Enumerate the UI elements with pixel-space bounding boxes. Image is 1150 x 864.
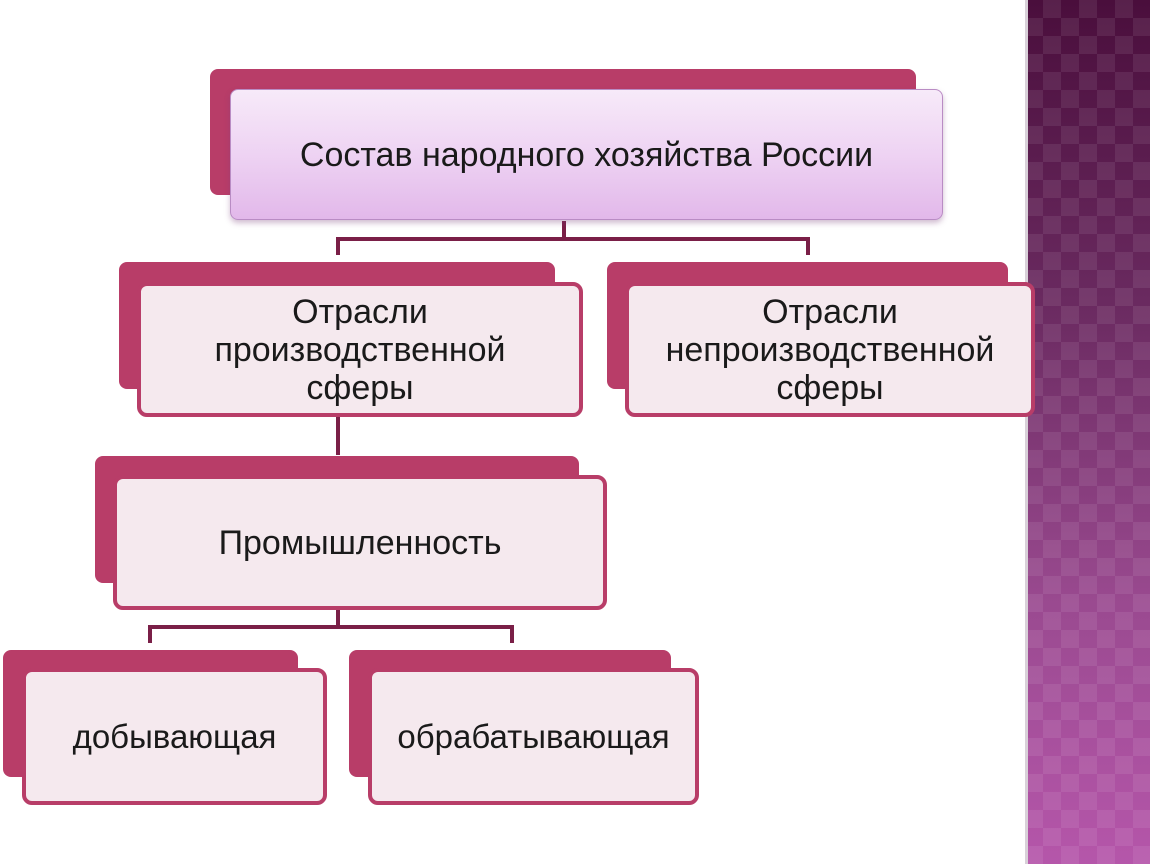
root-box: Состав народного хозяйства России xyxy=(230,89,943,220)
root-label: Состав народного хозяйства России xyxy=(299,135,874,174)
connector-root-to-level1 xyxy=(336,237,810,255)
side-band-edge xyxy=(1025,0,1028,864)
extractive-label: добывающая xyxy=(72,717,277,755)
industry-label: Промышленность xyxy=(218,523,502,562)
industry-box: Промышленность xyxy=(113,475,607,610)
connector-industry-to-level3 xyxy=(148,625,514,643)
non-production-sphere-label: Отрасли непроизводственной сферы xyxy=(665,292,995,407)
production-sphere-label: Отрасли производственной сферы xyxy=(214,292,506,407)
manufacturing-box: обрабатывающая xyxy=(368,668,699,805)
manufacturing-label: обрабатывающая xyxy=(397,717,670,755)
connector-lines xyxy=(148,221,810,643)
side-decoration-band xyxy=(1025,0,1150,864)
extractive-box: добывающая xyxy=(22,668,327,805)
production-sphere-box: Отрасли производственной сферы xyxy=(137,282,583,417)
non-production-sphere-box: Отрасли непроизводственной сферы xyxy=(625,282,1035,417)
